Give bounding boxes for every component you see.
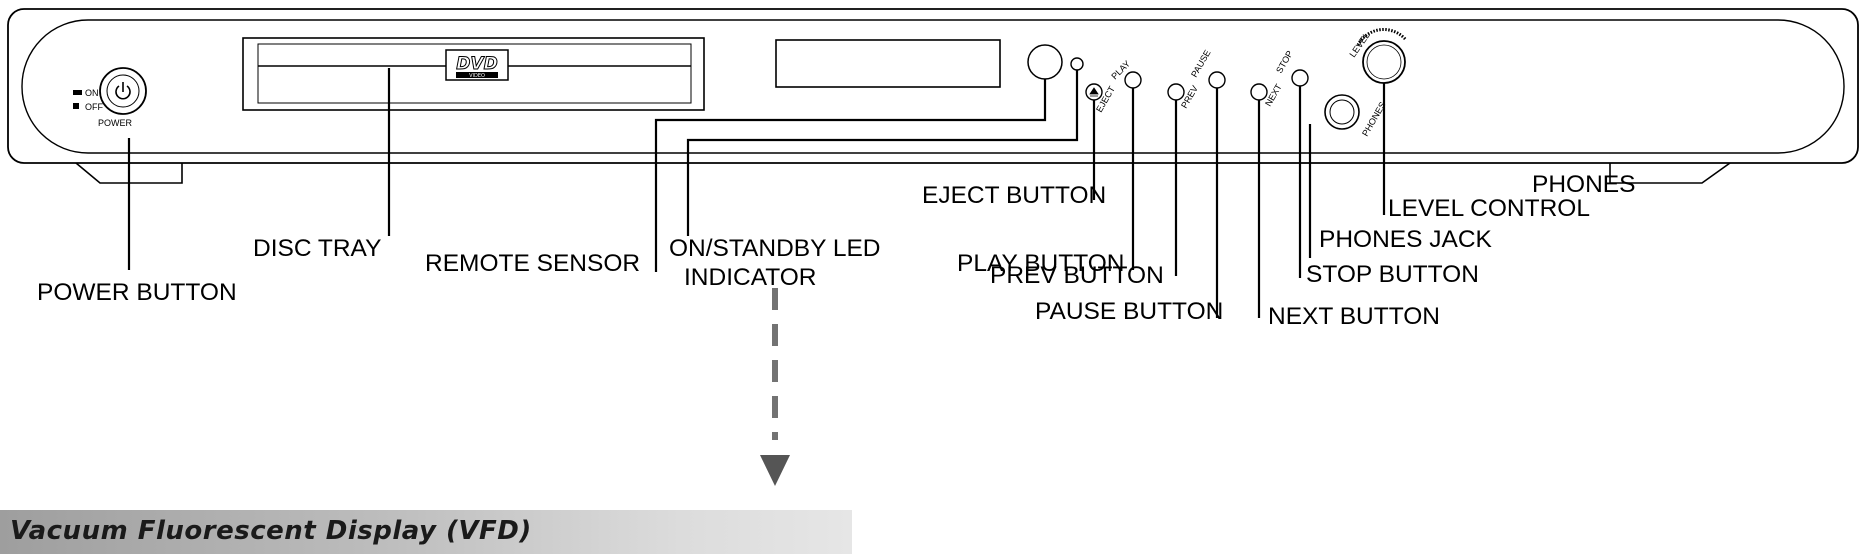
next-button-callout: NEXT BUTTON <box>1268 303 1440 330</box>
led-indicator-callout-line1: ON/STANDBY LED <box>669 235 880 262</box>
section-title: Vacuum Fluorescent Display (VFD) <box>10 516 532 546</box>
phones-jack[interactable] <box>1324 94 1360 130</box>
pause-button-callout: PAUSE BUTTON <box>1035 298 1223 325</box>
next-button[interactable] <box>1250 83 1268 101</box>
prev-button-callout: PREV BUTTON <box>990 262 1164 289</box>
switch-off-label: OFF <box>85 102 103 112</box>
stop-button[interactable] <box>1291 69 1309 87</box>
stop-button-callout: STOP BUTTON <box>1306 261 1479 288</box>
disc-tray <box>242 37 705 111</box>
standby-led <box>1070 57 1084 71</box>
off-switch-icon <box>73 103 79 109</box>
remote-sensor <box>1027 44 1063 80</box>
power-button[interactable] <box>99 67 147 115</box>
eject-button-callout: EJECT BUTTON <box>922 182 1106 209</box>
power-button-callout: POWER BUTTON <box>37 279 237 306</box>
power-label: POWER <box>98 118 133 128</box>
power-icon <box>115 85 131 100</box>
phones-level-callout-line2: LEVEL CONTROL <box>1388 195 1590 222</box>
dvd-video-logo: DVD VIDEO <box>445 49 509 81</box>
right-foot <box>1609 162 1731 184</box>
video-logo-text: VIDEO <box>469 73 485 79</box>
eject-icon <box>1089 87 1099 97</box>
arrow-down-icon <box>760 455 790 486</box>
on-switch-icon <box>73 90 82 95</box>
phones-level-callout-line1: PHONES <box>1532 171 1635 198</box>
remote-sensor-callout: REMOTE SENSOR <box>425 250 640 277</box>
disc-tray-callout: DISC TRAY <box>253 235 381 262</box>
disc-tray-lip <box>257 43 692 104</box>
vfd-window <box>775 39 1001 88</box>
switch-on-label: ON <box>85 88 99 98</box>
prev-button[interactable] <box>1167 83 1185 101</box>
dvd-logo-text: DVD <box>456 54 497 74</box>
section-banner: Vacuum Fluorescent Display (VFD) <box>0 510 852 554</box>
left-foot <box>75 162 183 184</box>
play-button[interactable] <box>1124 71 1142 89</box>
led-indicator-callout-line2: INDICATOR <box>684 264 817 291</box>
level-scale-arc <box>1356 28 1408 46</box>
pause-button[interactable] <box>1208 71 1226 89</box>
player-chassis-inner <box>21 19 1845 154</box>
leader-lines <box>127 68 1386 318</box>
play-button-callout: PLAY BUTTON <box>957 250 1124 277</box>
phones-jack-callout: PHONES JACK <box>1319 226 1493 253</box>
